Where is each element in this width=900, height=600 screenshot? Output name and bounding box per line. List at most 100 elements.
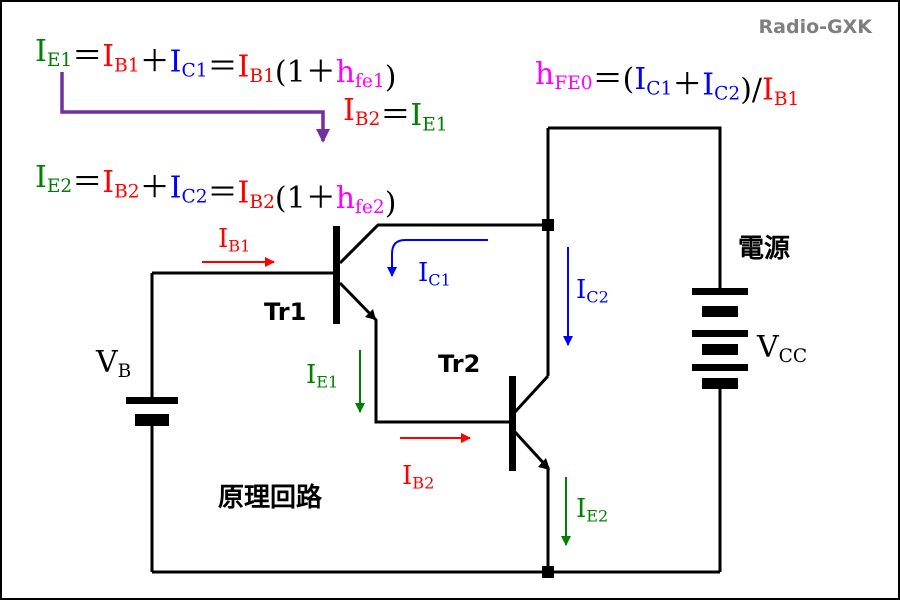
equation-ie2: IE2＝IB2＋IC2＝IB2(1＋hfe2): [35, 160, 396, 221]
junction-dot-top: [542, 219, 554, 231]
wire-tr2-collector: [513, 374, 550, 414]
label-ie2: IE2: [576, 494, 608, 526]
svg-text:hFE0＝(IC1＋IC2)/IB1: hFE0＝(IC1＋IC2)/IB1: [535, 57, 799, 110]
equation-hfe0-part: ＝(: [593, 62, 635, 97]
equation-hfe0-subscript: B1: [774, 89, 800, 110]
equation-ie1-part: I: [238, 50, 250, 85]
label-ic1: IC1: [418, 258, 451, 290]
equation-hfe0-part: h: [535, 57, 554, 92]
vcc-plate-2: [702, 306, 738, 317]
label-tr2: Tr2: [438, 350, 480, 378]
equation-ie1-subscript: B1: [249, 66, 275, 87]
equation-hfe0-subscript: C2: [714, 84, 740, 105]
equation-ie1-part: (1＋: [275, 55, 336, 90]
equation-ib2-part: I: [410, 98, 422, 133]
current-ie2-part: I: [576, 494, 586, 524]
label-ie1: IE1: [306, 360, 338, 392]
equation-ie2-part: I: [35, 160, 47, 195]
current-ic1-part: I: [418, 258, 428, 288]
battery-vb: [126, 397, 178, 426]
wire-tr1-collector: [338, 223, 548, 265]
label-ib2: IB2: [402, 461, 434, 493]
equation-ie1-part: ＝: [72, 39, 102, 74]
equation-ie2-subscript: E2: [47, 176, 72, 197]
equation-hfe0-part: )/: [740, 73, 763, 108]
equation-hfe0-part: I: [702, 67, 714, 102]
current-ic1-subscript: C1: [428, 271, 451, 290]
svg-text:IE1＝IB1＋IC1＝IB1(1＋hfe1): IE1＝IB1＋IC1＝IB1(1＋hfe1): [35, 34, 396, 95]
equation-ie1: IE1＝IB1＋IC1＝IB1(1＋hfe1): [35, 34, 396, 95]
equation-ie2-part: I: [170, 170, 182, 205]
arrow-ic1: [387, 239, 488, 277]
equation-hfe0-part: I: [762, 73, 774, 108]
vcc-plate-5: [692, 364, 748, 371]
equation-ie2-subscript: C2: [181, 187, 207, 208]
equation-ie1-subscript: C1: [181, 61, 207, 82]
label-power-source: 電源: [738, 234, 790, 264]
equation-ib2-part: I: [343, 93, 355, 128]
equation-ie2-subscript: B2: [249, 192, 275, 213]
equation-ib2-subscript: E1: [422, 114, 447, 135]
equation-ie1-part: ＝: [208, 50, 238, 85]
equation-ie2-subscript: fe2: [355, 197, 385, 218]
wire-tr2-emitter: [513, 430, 550, 572]
current-ib2-part: I: [402, 461, 412, 491]
label-vcc: VCC: [756, 330, 807, 367]
tr2-base-bar: [509, 376, 516, 471]
equation-ie2-subscript: B2: [114, 181, 140, 202]
label-circuit-title: 原理回路: [218, 482, 323, 513]
current-ib1-part: I: [218, 224, 228, 254]
equation-ie1-subscript: B1: [114, 55, 140, 76]
equation-ie2-part: (1＋: [275, 181, 336, 216]
equation-ie1-subscript: fe1: [355, 71, 385, 92]
svg-text:IB2＝IE1: IB2＝IE1: [343, 93, 448, 135]
vcc-plate-1: [692, 288, 748, 295]
equation-ie1-subscript: E1: [47, 50, 72, 71]
wire-vcc-top: [548, 126, 722, 292]
equation-ie1-part: I: [102, 39, 114, 74]
label-tr1: Tr1: [264, 298, 306, 326]
tr2-emitter-arrowhead: [538, 458, 550, 470]
equation-ib2-part: ＝: [380, 98, 410, 133]
equation-ie1-part: h: [336, 55, 355, 90]
vcc-plate-3: [692, 330, 748, 337]
transistor-tr1: [333, 226, 376, 324]
equation-hfe0-subscript: C1: [646, 78, 672, 99]
vb-plate-short: [135, 414, 169, 426]
vcc-plate-4: [702, 344, 738, 355]
equation-ie2-part: ): [385, 186, 397, 221]
equation-ie1-part: I: [35, 34, 47, 69]
voltage-vcc-subscript: CC: [779, 346, 807, 367]
current-ie1-part: I: [306, 360, 316, 390]
wire-tr1-emitter: [338, 281, 512, 424]
substitution-arrow: [60, 72, 330, 143]
voltage-vb-subscript: B: [118, 361, 132, 382]
equation-ie2-part: h: [336, 181, 355, 216]
label-ib1: IB1: [218, 224, 250, 256]
transistor-tr2: [509, 376, 550, 471]
current-ic2-subscript: C2: [586, 288, 609, 307]
equation-ie1-part: I: [170, 44, 182, 79]
svg-text:IE2＝IB2＋IC2＝IB2(1＋hfe2): IE2＝IB2＋IC2＝IB2(1＋hfe2): [35, 160, 396, 221]
equation-ie2-part: I: [238, 176, 250, 211]
vb-plate-long: [126, 397, 178, 404]
voltage-vb-part: V: [95, 345, 119, 380]
current-ic2-part: I: [576, 275, 586, 305]
tr1-emitter-arrowhead: [365, 309, 376, 320]
current-ib1-subscript: B1: [228, 237, 250, 256]
current-ib2-subscript: B2: [412, 474, 434, 493]
equation-ie2-part: ＝: [208, 176, 238, 211]
equation-ie1-part: ): [385, 60, 397, 95]
tr1-base-bar: [333, 226, 340, 324]
equation-hfe0-subscript: FE0: [554, 73, 592, 94]
equation-hfe0: hFE0＝(IC1＋IC2)/IB1: [535, 57, 799, 110]
equation-ie2-part: ＝: [72, 165, 102, 200]
label-vb: VB: [95, 345, 131, 382]
voltage-vcc-part: V: [756, 330, 780, 365]
watermark-text: Radio-GXK: [759, 16, 874, 38]
battery-vcc: [692, 288, 748, 389]
current-ie2-subscript: E2: [586, 507, 608, 526]
